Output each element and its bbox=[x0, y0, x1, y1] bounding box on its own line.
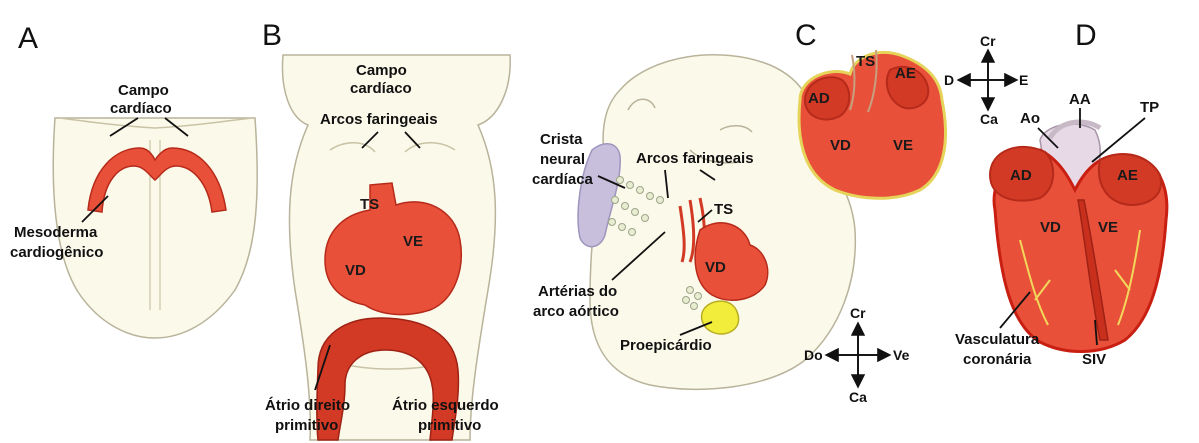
axis-c-ve: Ve bbox=[893, 347, 910, 363]
label-campo-b-2: cardíaco bbox=[350, 80, 412, 97]
label-inset-ve: VE bbox=[893, 137, 913, 154]
panel-c: C Crista neural cardíaca Arcos faringeai… bbox=[532, 19, 946, 405]
label-proepicardio: Proepicárdio bbox=[620, 337, 712, 354]
axis-d-ca: Ca bbox=[980, 111, 998, 127]
panel-a: A Campo cardíaco Mesoderma cardiogênico bbox=[10, 22, 257, 338]
label-arterias-1: Artérias do bbox=[538, 283, 617, 300]
label-atrio-esq-2: primitivo bbox=[418, 417, 481, 434]
label-ve-d: VE bbox=[1098, 219, 1118, 236]
axis-c-cr: Cr bbox=[850, 305, 866, 321]
label-arcos-c: Arcos faringeais bbox=[636, 150, 754, 167]
label-ad-d: AD bbox=[1010, 167, 1032, 184]
label-inset-vd: VD bbox=[830, 137, 851, 154]
axis-d-e: E bbox=[1019, 72, 1028, 88]
label-inset-ae: AE bbox=[895, 65, 916, 82]
label-vasculatura-2: coronária bbox=[963, 351, 1032, 368]
panel-c-letter: C bbox=[795, 19, 817, 52]
label-campo-a-2: cardíaco bbox=[110, 100, 172, 117]
label-atrio-esq-1: Átrio esquerdo bbox=[392, 397, 499, 414]
label-ts-b: TS bbox=[360, 196, 379, 213]
label-tp: TP bbox=[1140, 99, 1159, 116]
label-crista-2: neural bbox=[540, 151, 585, 168]
axis-c-ca: Ca bbox=[849, 389, 867, 405]
label-ao: Ao bbox=[1020, 110, 1040, 127]
label-aa: AA bbox=[1069, 91, 1091, 108]
label-crista-3: cardíaca bbox=[532, 171, 594, 188]
orientation-axes-d: Cr Ca D E bbox=[944, 33, 1028, 127]
panel-b-letter: B bbox=[262, 19, 282, 52]
label-inset-ad: AD bbox=[808, 90, 830, 107]
label-inset-ts: TS bbox=[856, 53, 875, 70]
label-vd-c: VD bbox=[705, 259, 726, 276]
inset-heart bbox=[799, 52, 945, 198]
label-mesoderma-1: Mesoderma bbox=[14, 224, 98, 241]
label-mesoderma-2: cardiogênico bbox=[10, 244, 103, 261]
label-siv: SIV bbox=[1082, 351, 1106, 368]
label-atrio-dir-2: primitivo bbox=[275, 417, 338, 434]
label-ve-b: VE bbox=[403, 233, 423, 250]
label-campo-a-1: Campo bbox=[118, 82, 169, 99]
label-campo-b-1: Campo bbox=[356, 62, 407, 79]
label-ts-c: TS bbox=[714, 201, 733, 218]
label-vasculatura-1: Vasculatura bbox=[955, 331, 1040, 348]
label-arterias-2: arco aórtico bbox=[533, 303, 619, 320]
label-atrio-dir-1: Átrio direito bbox=[265, 397, 350, 414]
label-arcos-b: Arcos faringeais bbox=[320, 111, 438, 128]
label-vd-d: VD bbox=[1040, 219, 1061, 236]
proepicardium-shape bbox=[702, 301, 739, 334]
axis-d-d: D bbox=[944, 72, 954, 88]
axis-c-do: Do bbox=[804, 347, 823, 363]
panel-d: D Cr Ca D E AA Ao TP AD AE VD VE Vascula… bbox=[944, 19, 1167, 368]
label-crista-1: Crista bbox=[540, 131, 583, 148]
panel-a-letter: A bbox=[18, 22, 38, 55]
panel-b: B Campo cardíaco Arcos faringeais TS VE … bbox=[262, 19, 510, 440]
label-ae-d: AE bbox=[1117, 167, 1138, 184]
panel-d-letter: D bbox=[1075, 19, 1097, 52]
axis-d-cr: Cr bbox=[980, 33, 996, 49]
label-vd-b: VD bbox=[345, 262, 366, 279]
